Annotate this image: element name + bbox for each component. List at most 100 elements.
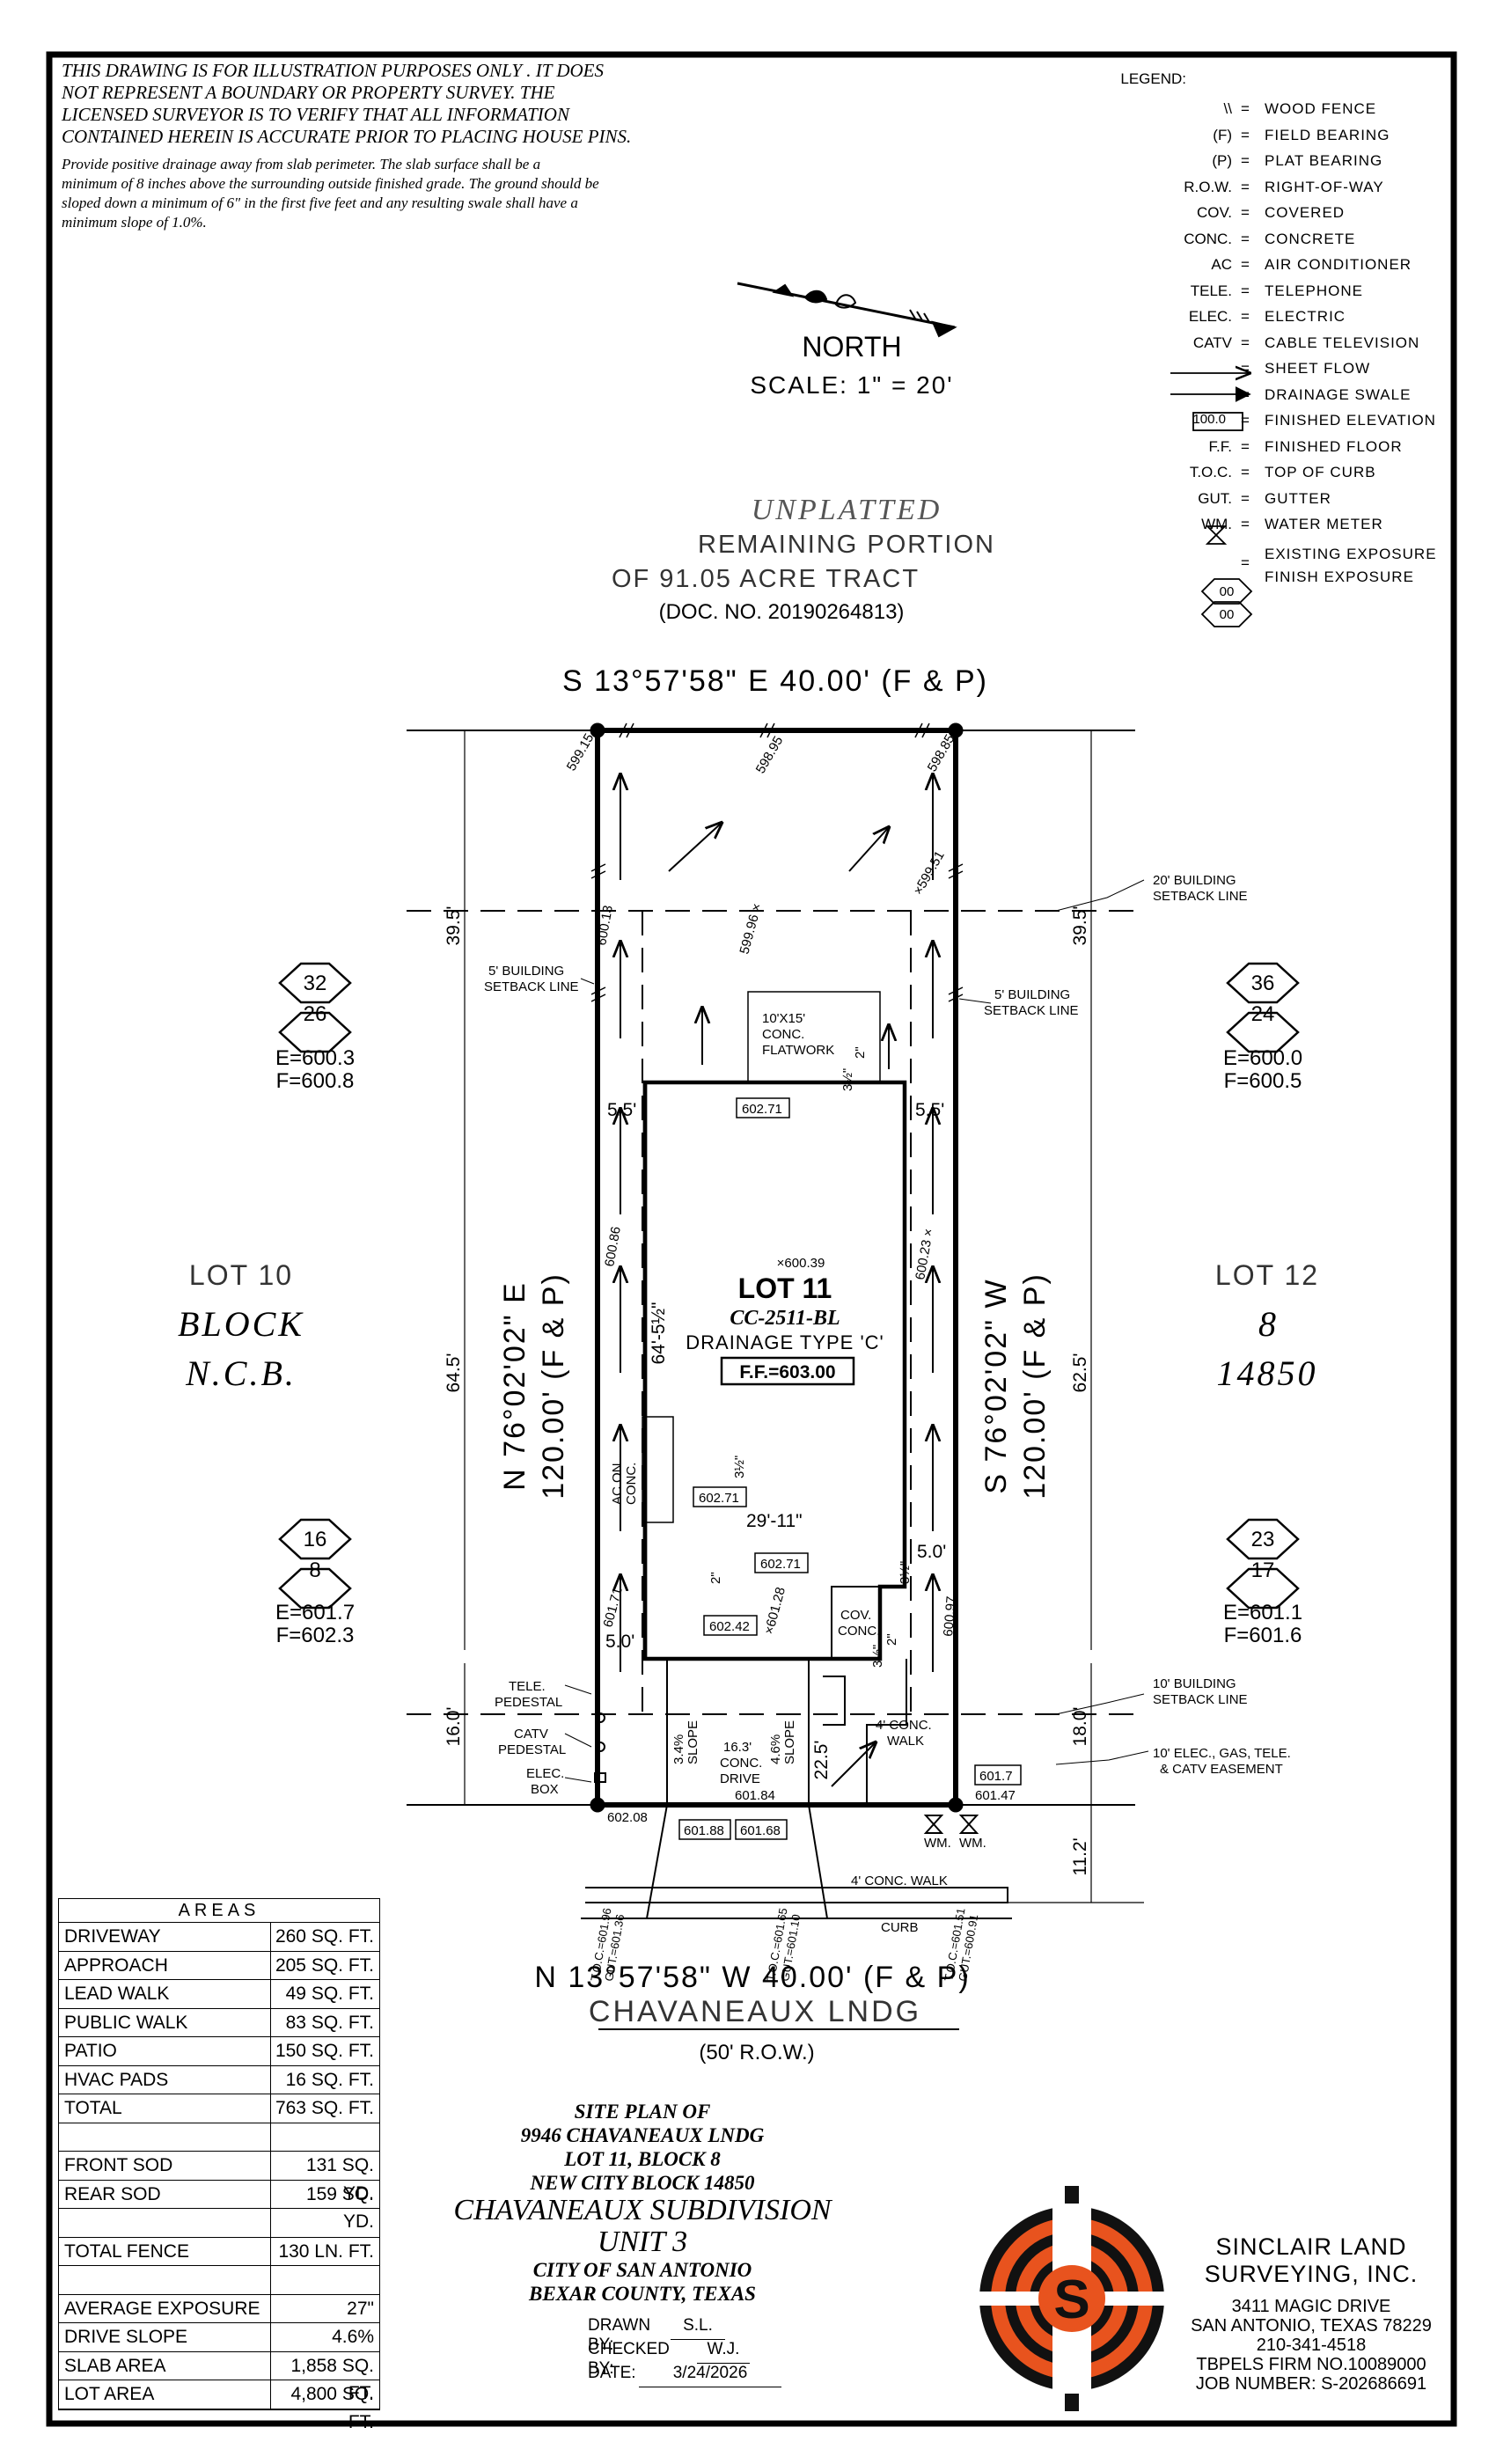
svg-text:598.95: 598.95 <box>753 734 787 776</box>
legend-symbol: CATV <box>1192 334 1232 351</box>
right-bearing-distance: 120.00' (F & P) <box>1018 1272 1052 1500</box>
table-row <box>59 2123 379 2152</box>
area-value: 4.6% <box>332 2327 374 2347</box>
legend-definition: TELEPHONE <box>1265 282 1363 299</box>
svg-text:CURB: CURB <box>881 1920 919 1935</box>
svg-text:602.42: 602.42 <box>709 1619 750 1634</box>
legend-equals: = <box>1241 516 1250 532</box>
svg-text:2": 2" <box>853 1046 868 1059</box>
area-name: TOTAL FENCE <box>59 2237 271 2265</box>
legend-equals: = <box>1241 437 1250 455</box>
svg-text:ELEC.: ELEC. <box>526 1766 564 1781</box>
lot10-label: LOT 10 <box>189 1259 293 1291</box>
legend-item: CONC.=CONCRETE <box>1109 227 1461 253</box>
lot-11-label: LOT 11 <box>738 1272 832 1304</box>
exposure-hexagons <box>278 962 1300 1610</box>
adjacent-lot-labels: LOT 10 BLOCK N.C.B. LOT 12 8 14850 <box>178 1259 1317 1393</box>
legend-item: R.O.W.=RIGHT-OF-WAY <box>1109 175 1461 202</box>
svg-text:SETBACK LINE: SETBACK LINE <box>984 1003 1079 1018</box>
area-name: SLAB AREA <box>59 2351 271 2380</box>
legend-item: =SHEET FLOW <box>1109 356 1461 383</box>
svg-text:CONC.: CONC. <box>624 1463 639 1505</box>
unplatted-doc: (DOC. NO. 20190264813) <box>659 600 905 624</box>
area-value <box>271 2123 379 2152</box>
svg-text:×601.28: ×601.28 <box>761 1586 788 1636</box>
svg-text:F=600.5: F=600.5 <box>1224 1069 1302 1093</box>
legend-definition: RIGHT-OF-WAY <box>1265 178 1384 195</box>
svg-text:8: 8 <box>309 1558 320 1582</box>
table-row <box>59 2266 379 2295</box>
legend-item: WM.=WATER METER <box>1109 512 1461 539</box>
dim-side-left: 5.5' <box>607 1100 636 1120</box>
svg-text:E=601.1: E=601.1 <box>1223 1601 1302 1624</box>
dimension-lines <box>464 730 1144 1903</box>
unplatted-title: UNPLATTED <box>752 494 942 526</box>
svg-text:601.88: 601.88 <box>684 1823 724 1838</box>
area-value: 83 SQ. FT. <box>285 2012 374 2033</box>
svg-text:17: 17 <box>1251 1558 1275 1582</box>
table-row: PUBLIC WALK 83 SQ. FT. <box>59 2008 379 2037</box>
svg-text:F=600.8: F=600.8 <box>276 1069 355 1093</box>
area-name: AVERAGE EXPOSURE <box>59 2294 271 2322</box>
area-name: PUBLIC WALK <box>59 2008 271 2036</box>
legend-equals: = <box>1241 152 1250 169</box>
company-name-2: SURVEYING, INC. <box>1204 2261 1419 2287</box>
svg-text:FLATWORK: FLATWORK <box>762 1043 834 1058</box>
area-value: 1,858 SQ. FT. <box>290 2355 374 2404</box>
area-name: TOTAL <box>59 2094 271 2123</box>
svg-text:TELE.: TELE. <box>509 1679 546 1694</box>
svg-text:00: 00 <box>1220 584 1235 599</box>
checked-by: W.J. <box>697 2340 750 2364</box>
water-meter-label-1: WM. <box>924 1836 951 1851</box>
legend-equals: = <box>1241 412 1250 429</box>
area-value: 159 SQ. YD. <box>305 2183 374 2233</box>
exposure-values: 32 26 E=600.3 F=600.8 36 24 E=600.0 F=60… <box>275 972 1302 1647</box>
legend-definition: COVERED <box>1265 204 1346 221</box>
svg-text:16.3': 16.3' <box>723 1740 752 1755</box>
legend-definition: TOP OF CURB <box>1265 464 1376 480</box>
svg-text:601.68: 601.68 <box>740 1823 781 1838</box>
legend-definition: CABLE TELEVISION <box>1265 334 1420 351</box>
legend-definition: DRAINAGE SWALE <box>1265 385 1412 403</box>
area-name: FRONT SOD <box>59 2152 271 2180</box>
unplatted-line2: OF 91.05 ACRE TRACT <box>612 565 920 593</box>
legend-item: GUT.=GUTTER <box>1109 487 1461 513</box>
svg-text:601.84: 601.84 <box>735 1788 775 1803</box>
area-name: PATIO <box>59 2037 271 2065</box>
house-top-elevation: ×600.39 <box>777 1256 825 1271</box>
area-value <box>271 2266 379 2294</box>
svg-text:10' ELEC., GAS, TELE.: 10' ELEC., GAS, TELE. <box>1153 1746 1291 1761</box>
svg-text:602.71: 602.71 <box>699 1491 739 1506</box>
svg-text:4' CONC.: 4' CONC. <box>876 1718 932 1733</box>
legend-equals: = <box>1241 282 1250 299</box>
legend-symbol: GUT. <box>1198 489 1232 507</box>
plan-date: 3/24/2026 <box>639 2364 781 2387</box>
area-name: LOT AREA <box>59 2380 271 2409</box>
area-value: 260 SQ. FT. <box>275 1926 374 1947</box>
svg-text:10'X15': 10'X15' <box>762 1011 805 1026</box>
legend-equals: = <box>1241 204 1250 221</box>
dim-curb: 11.2' <box>1070 1837 1090 1875</box>
dim-house-width: 29'-11" <box>746 1511 803 1531</box>
dim-rear-left: 39.5' <box>444 906 464 946</box>
svg-text:3½": 3½" <box>732 1456 747 1478</box>
svg-text:E=600.3: E=600.3 <box>275 1046 355 1070</box>
svg-text:3½": 3½" <box>870 1645 885 1668</box>
sheet-flow-arrows <box>620 774 933 1787</box>
svg-text:PEDESTAL: PEDESTAL <box>495 1695 562 1710</box>
legend-definition: ELECTRIC <box>1265 308 1346 325</box>
elevation-callouts: 602.71 602.71 602.71 602.42 601.7 601.47… <box>564 731 1022 1983</box>
svg-text:AC ON: AC ON <box>610 1463 625 1505</box>
svg-text:F=601.6: F=601.6 <box>1224 1624 1302 1647</box>
legend-item: 100.0=FINISHED ELEVATION <box>1109 408 1461 435</box>
area-name: DRIVEWAY <box>59 1923 271 1951</box>
lot-boundary <box>407 722 1135 1813</box>
area-value: 130 LN. FT. <box>278 2240 374 2262</box>
svg-text:3½": 3½" <box>840 1068 855 1091</box>
legend-definition: WATER METER <box>1265 516 1383 532</box>
legend-definition: FINISHED FLOOR <box>1265 437 1403 455</box>
